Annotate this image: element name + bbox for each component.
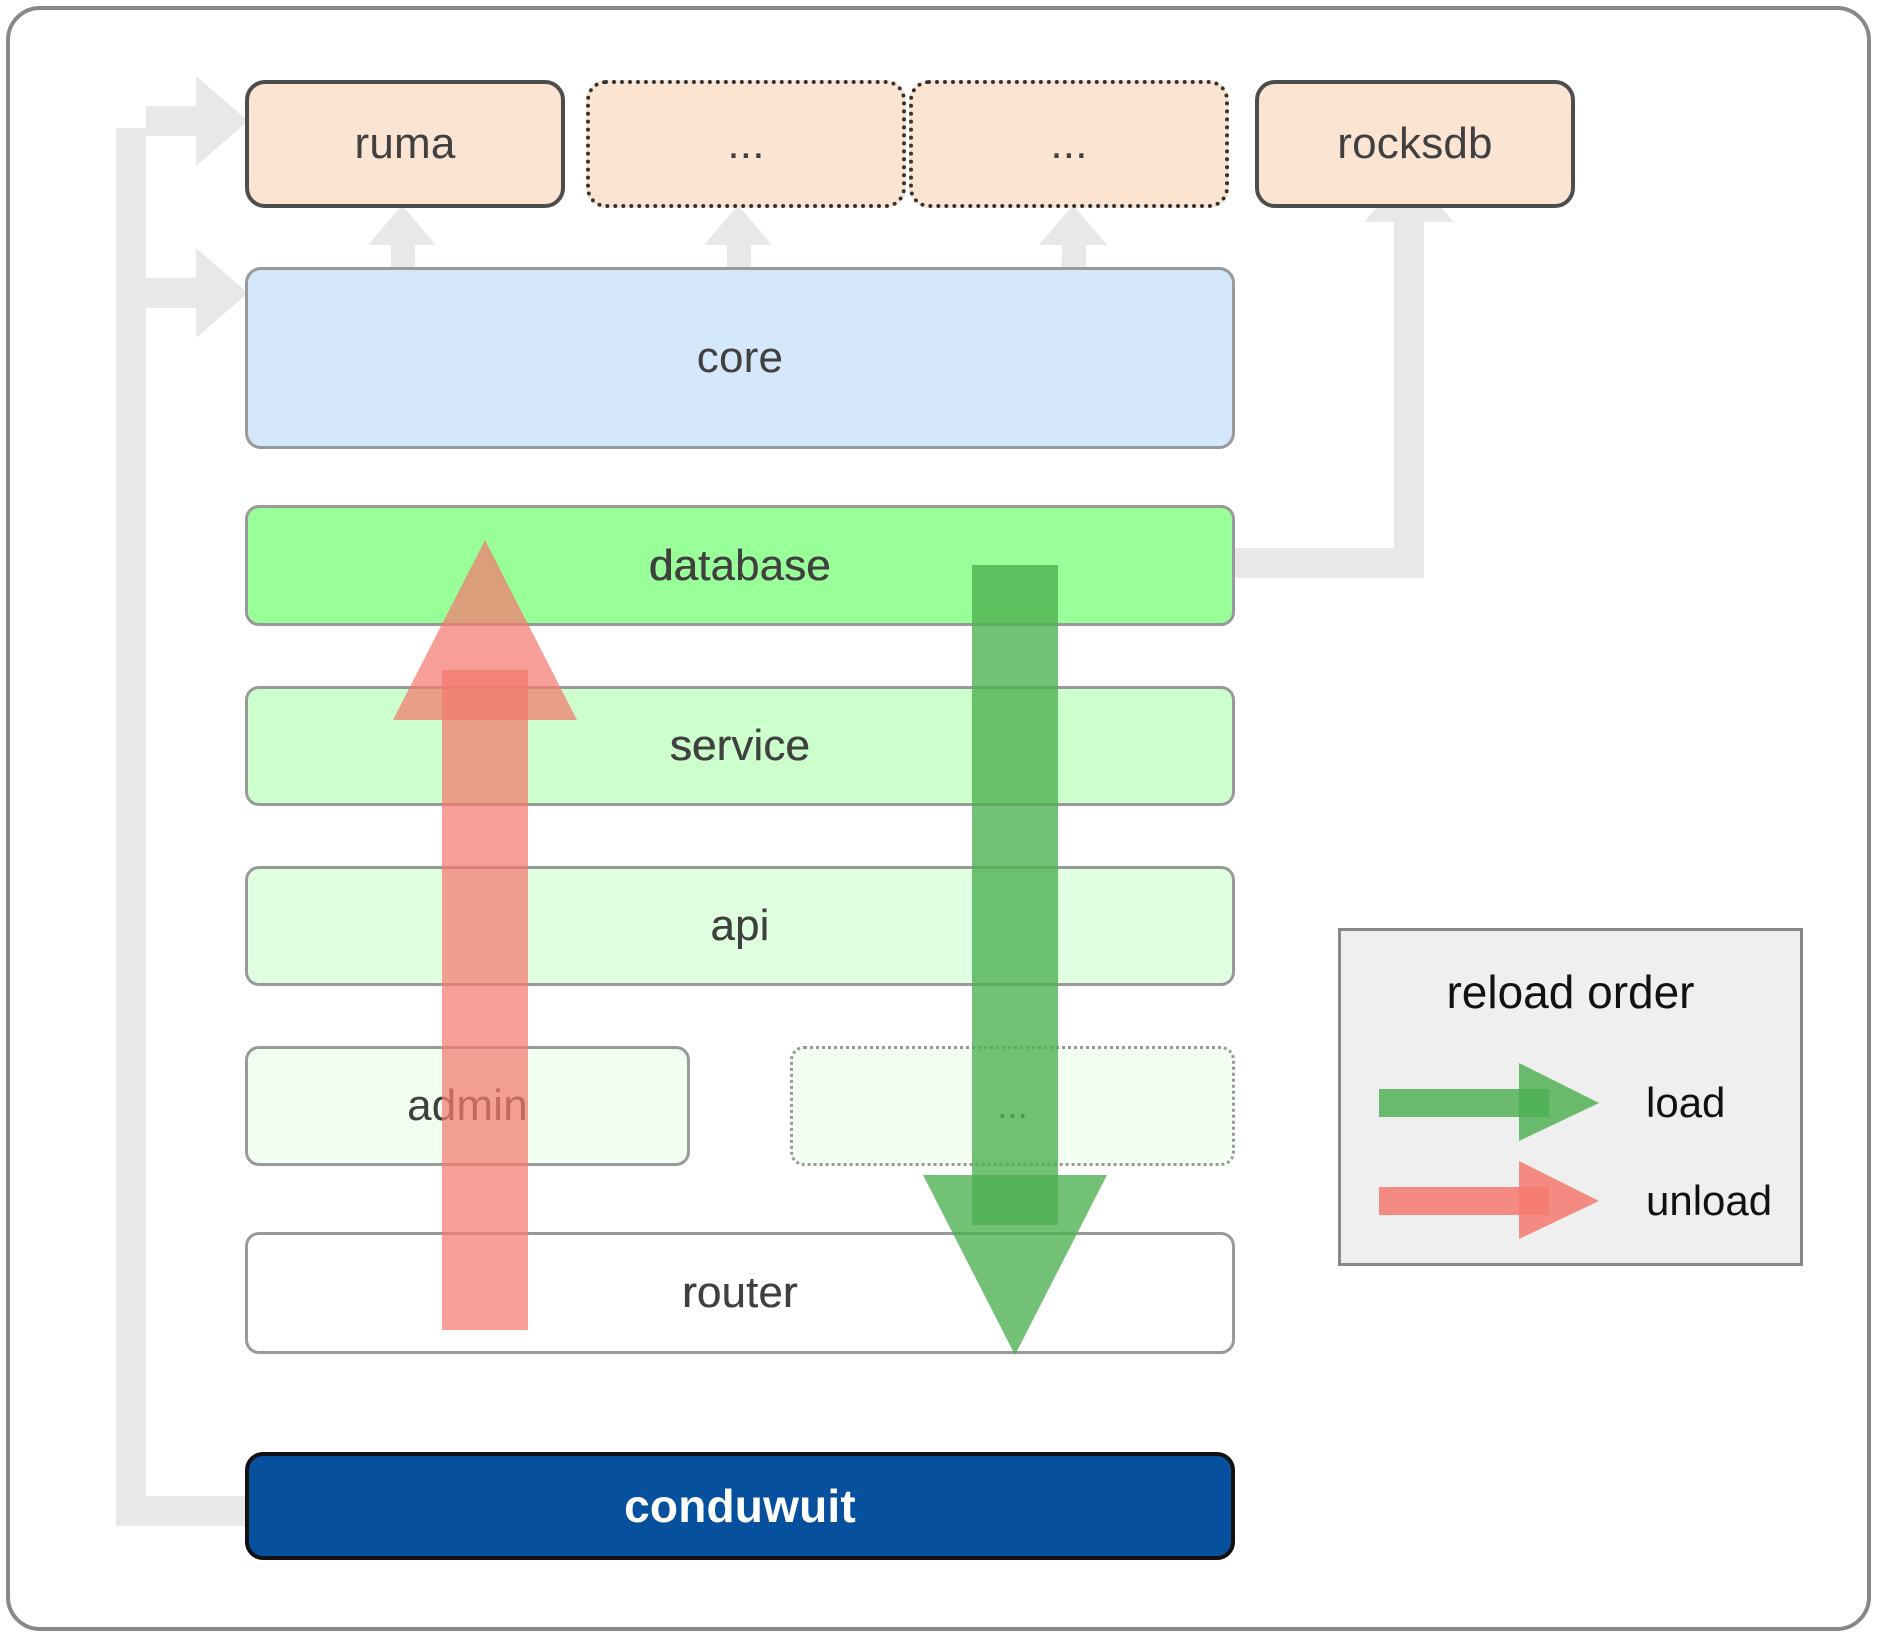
layer-box-admin[interactable]: admin — [245, 1046, 690, 1166]
legend-load-arrow-icon — [1379, 1063, 1599, 1141]
dependency-label-ruma: ruma — [354, 119, 456, 168]
dependency-box-ruma[interactable]: ruma — [245, 80, 565, 208]
legend-label-unload: unload — [1646, 1177, 1773, 1224]
layer-label-database-overlay: database — [245, 505, 1235, 626]
dependency-box-ellipsis-2[interactable]: ... — [909, 80, 1229, 208]
legend-title: reload order — [1446, 966, 1695, 1018]
legend-panel: reload order load unload — [1338, 928, 1803, 1266]
layer-label-api-overlay: api — [245, 866, 1235, 986]
layer-label-router: router — [681, 1268, 799, 1317]
legend-label-load: load — [1646, 1079, 1726, 1126]
layer-label-router-overlay: router — [245, 1232, 1235, 1354]
connector-core-ruma-arrowhead — [368, 205, 436, 245]
layer-label-service-overlay: service — [245, 686, 1235, 806]
connector-core-dots1-arrowhead — [704, 205, 772, 245]
layer-label-service: service — [669, 721, 811, 770]
layer-label-service-text: service — [670, 721, 810, 770]
dependency-label-ellipsis-1: ... — [727, 119, 765, 168]
diagram-frame — [6, 6, 1871, 1631]
layer-label-admin: admin — [407, 1081, 528, 1130]
layer-label-api-text: api — [710, 901, 770, 950]
layer-box-api[interactable]: api — [245, 866, 1235, 986]
connector-database-rocksdb-vertical — [1394, 222, 1424, 578]
connector-branch-ruma — [146, 106, 196, 136]
layer-label-database: database — [648, 540, 832, 590]
dependency-box-rocksdb[interactable]: rocksdb — [1255, 80, 1575, 208]
connector-database-rocksdb-horizontal — [1234, 548, 1424, 578]
connector-core-dots2-arrowhead — [1039, 205, 1107, 245]
layer-label-database-text: database — [649, 540, 831, 590]
layer-label-api: api — [710, 901, 770, 950]
dependency-label-rocksdb: rocksdb — [1337, 119, 1493, 168]
dependency-box-ellipsis-1[interactable]: ... — [586, 80, 906, 208]
legend-unload-arrow-icon — [1379, 1161, 1599, 1239]
root-label: conduwuit — [624, 1480, 856, 1532]
dependency-label-ellipsis-2: ... — [1050, 119, 1088, 168]
core-label: core — [696, 333, 784, 382]
layer-label-router-text: router — [682, 1268, 798, 1317]
core-box[interactable]: core — [245, 267, 1235, 449]
layer-label-ellipsis: ... — [997, 1085, 1028, 1126]
connector-branch-core — [146, 278, 196, 308]
connector-branch-ruma-arrowhead — [196, 76, 248, 166]
root-box-conduwuit[interactable]: conduwuit — [245, 1452, 1235, 1560]
connector-branch-core-arrowhead — [196, 248, 248, 338]
connector-left-trunk — [116, 128, 146, 1526]
layer-box-ellipsis[interactable]: ... — [790, 1046, 1235, 1166]
